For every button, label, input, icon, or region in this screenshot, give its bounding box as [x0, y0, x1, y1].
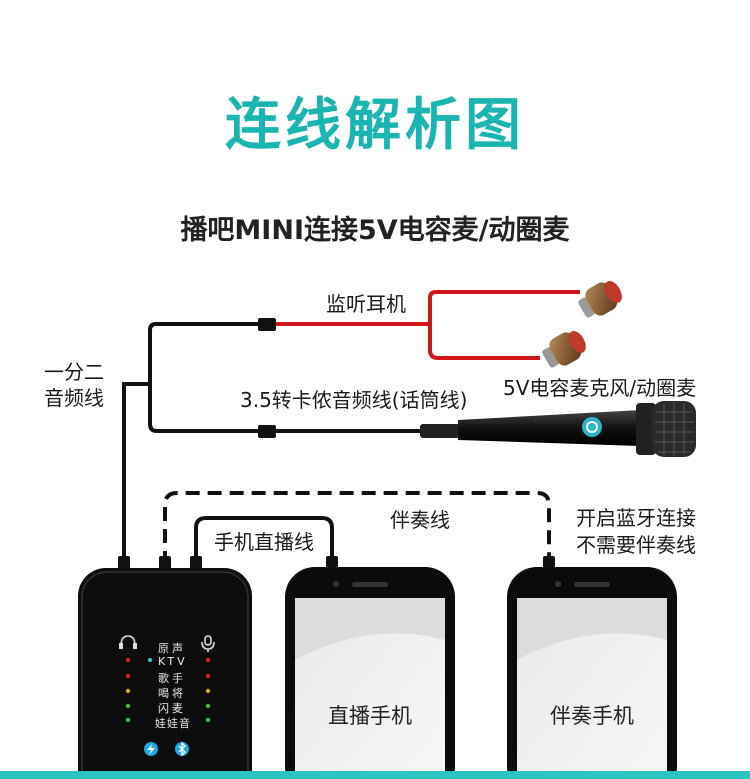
bluetooth-label-line2: 不需要伴奏线	[576, 533, 696, 557]
bobar-mini-device	[78, 568, 252, 779]
live-cable-label: 手机直播线	[214, 530, 314, 554]
earbud-bottom	[542, 331, 586, 368]
mode-label: 原声	[158, 642, 186, 655]
cable-35-label: 3.5转卡侬音频线(话筒线)	[240, 388, 468, 412]
mode-label: 娃娃音	[155, 717, 191, 730]
bluetooth-icon	[175, 741, 189, 757]
earphone-cable	[276, 290, 580, 360]
mode-label: KTV	[158, 655, 188, 668]
headphone-icon	[119, 635, 137, 649]
diagram-subtitle: 播吧MINI连接5V电容麦/动圈麦	[180, 215, 570, 246]
mode-label: 歌手	[158, 672, 186, 685]
accompaniment-cable	[163, 491, 551, 565]
earphones-label: 监听耳机	[326, 292, 406, 316]
bottom-accent-bar	[0, 771, 750, 779]
mic-plug	[258, 425, 276, 438]
page-title: 连线解析图	[225, 93, 525, 158]
live-phone	[285, 567, 455, 779]
mode-leds	[125, 657, 211, 723]
accompaniment-phone	[507, 567, 677, 779]
splitter-label-line2: 音频线	[44, 386, 104, 410]
live-phone-label: 直播手机	[328, 704, 412, 728]
accompaniment-cable-label: 伴奏线	[390, 508, 450, 532]
accompaniment-phone-label: 伴奏手机	[550, 704, 634, 728]
mode-label: 闪麦	[158, 702, 186, 715]
microphone	[420, 401, 696, 457]
earbud-top	[578, 281, 622, 318]
earphone-plug	[258, 318, 276, 331]
mode-label: 喝将	[158, 687, 186, 700]
mic-icon	[201, 635, 215, 652]
splitter-label-line1: 一分二	[44, 360, 104, 384]
splitter-cable	[122, 322, 262, 565]
lightning-icon	[144, 742, 158, 756]
bluetooth-label-line1: 开启蓝牙连接	[576, 506, 696, 530]
microphone-label: 5V电容麦克风/动圈麦	[503, 376, 697, 400]
live-cable	[194, 516, 334, 565]
